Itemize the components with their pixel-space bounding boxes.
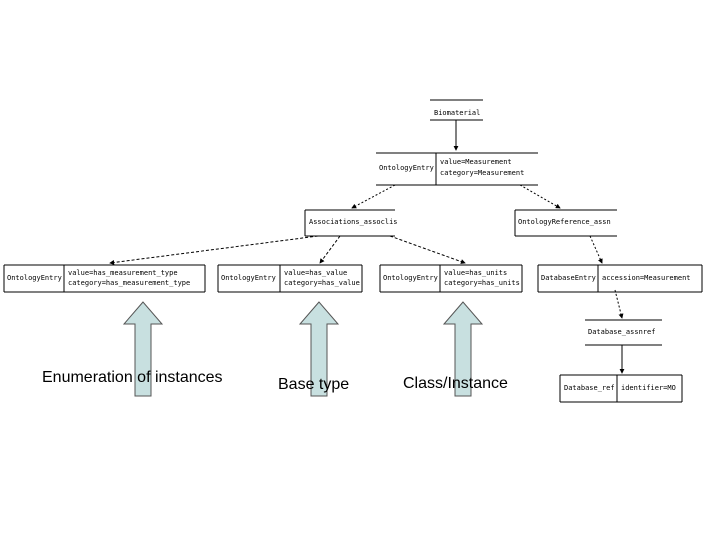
- node-ontology-entry-b: OntologyEntry value=has_value category=h…: [217, 264, 363, 293]
- node-ontology-reference: OntologyReference_assn: [514, 209, 617, 237]
- node-ontology-entry-c-attr2: category=has_units: [444, 279, 520, 287]
- node-database-assnref-label: Database_assnref: [588, 328, 655, 336]
- connector-assoc-entry-c: [389, 235, 466, 264]
- node-ontology-entry-a-attr2: category=has_measurement_type: [68, 279, 190, 287]
- node-ontology-entry-c-attr1: value=has_units: [444, 269, 507, 277]
- caption-base-type: Base type: [278, 376, 349, 393]
- node-ontology-entry-top-attr2: category=Measurement: [440, 169, 524, 177]
- connector-assoc-entry-a: [109, 235, 319, 265]
- node-ontology-entry-a-name: OntologyEntry: [7, 274, 62, 282]
- connectors: [109, 120, 625, 374]
- node-biomaterial: Biomaterial: [430, 99, 483, 121]
- node-ontology-entry-top-attr1: value=Measurement: [440, 158, 512, 166]
- node-database-ref-attr1: identifier=MO: [621, 384, 676, 392]
- node-ontology-entry-a-attr1: value=has_measurement_type: [68, 269, 178, 277]
- node-database-entry-attr1: accession=Measurement: [602, 274, 691, 282]
- node-associations: Associations_assoclis: [304, 209, 398, 237]
- node-database-ref-name: Database_ref: [564, 384, 615, 392]
- connector-ontology-reference: [519, 184, 561, 209]
- node-biomaterial-label: Biomaterial: [434, 109, 480, 117]
- node-database-entry-name: DatabaseEntry: [541, 274, 596, 282]
- node-ontology-entry-top: OntologyEntry value=Measurement category…: [376, 152, 538, 186]
- caption-class-instance: Class/Instance: [403, 375, 508, 392]
- connector-assoc-entry-b: [319, 235, 341, 264]
- callout-arrows: [122, 301, 484, 397]
- node-ontology-entry-b-name: OntologyEntry: [221, 274, 276, 282]
- connector-ontology-associations: [351, 184, 396, 209]
- connector-database-assnref: [614, 289, 624, 319]
- node-ontology-entry-b-attr1: value=has_value: [284, 269, 347, 277]
- up-arrow-class-instance: [442, 301, 484, 397]
- connector-ref-database: [589, 235, 603, 264]
- node-ontology-entry-a: OntologyEntry value=has_measurement_type…: [3, 264, 206, 293]
- caption-enumeration: Enumeration of instances: [42, 369, 223, 386]
- node-database-assnref: Database_assnref: [585, 319, 662, 346]
- node-database-entry: DatabaseEntry accession=Measurement: [537, 264, 703, 293]
- up-arrow-base-type: [298, 301, 340, 397]
- node-ontology-entry-top-name: OntologyEntry: [379, 164, 434, 172]
- node-ontology-entry-c: OntologyEntry value=has_units category=h…: [379, 264, 523, 293]
- node-ontology-reference-label: OntologyReference_assn: [518, 218, 611, 226]
- up-arrow-enumeration: [122, 301, 164, 397]
- node-database-ref: Database_ref identifier=MO: [559, 374, 683, 403]
- node-ontology-entry-c-name: OntologyEntry: [383, 274, 438, 282]
- node-associations-label: Associations_assoclis: [309, 218, 398, 226]
- node-ontology-entry-b-attr2: category=has_value: [284, 279, 360, 287]
